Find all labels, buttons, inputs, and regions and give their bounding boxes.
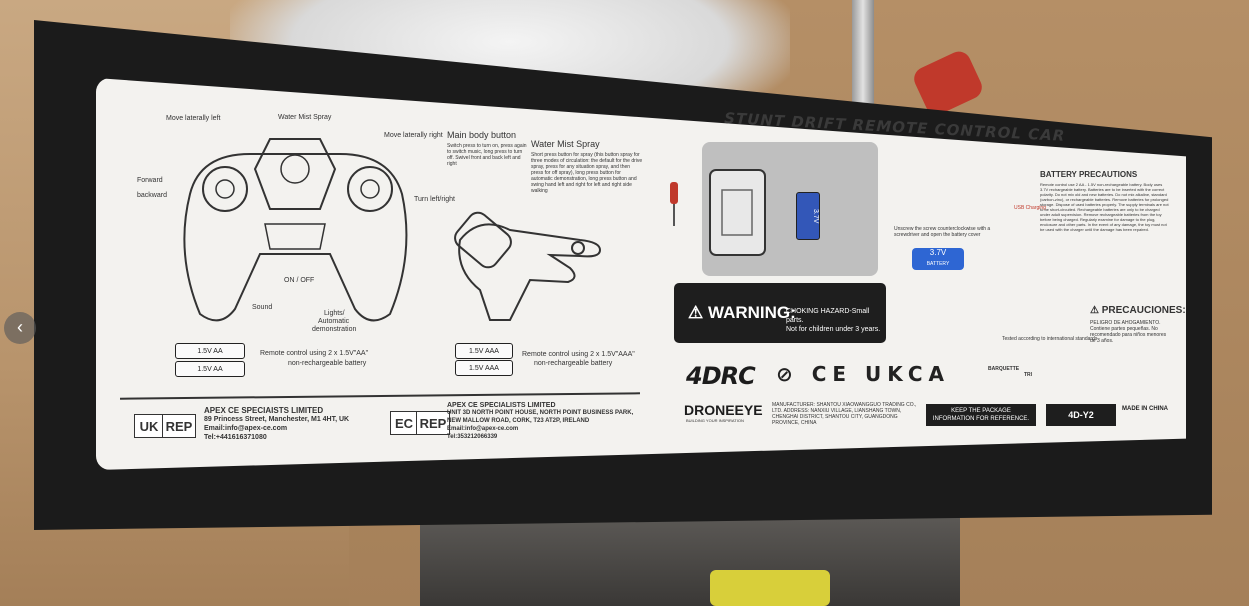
warning-heading: ⚠ WARNING: xyxy=(688,303,796,322)
water-mist-title: Water Mist Spray xyxy=(531,139,600,149)
made-in: MADE IN CHINA xyxy=(1122,406,1168,412)
precauciones-title: ⚠ PRECAUCIONES: xyxy=(1090,305,1186,316)
remote-battery-note-1: Remote control using 2 x 1.5V"AA" xyxy=(260,350,369,357)
manufacturer-text: MANUFACTURER: SHANTOU XIAOWANGGUO TRADIN… xyxy=(772,402,917,426)
ec-rep-address-2: NEW MALLOW ROAD, CORK, T23 AT2P, IRELAND xyxy=(447,418,590,424)
turn-label: Turn left/right xyxy=(414,196,455,203)
tested-note: Tested according to international standa… xyxy=(1002,336,1098,342)
remote-battery-note-2: non-rechargeable battery xyxy=(288,360,367,367)
brand-logo: 4DRC xyxy=(686,362,756,390)
aa-battery-2: 1.5V AA xyxy=(175,361,245,377)
onoff-label: ON / OFF xyxy=(284,277,315,284)
battery-cover-icon xyxy=(709,169,766,256)
previous-image-button[interactable]: ‹ xyxy=(4,312,36,344)
precautions-text: Remote control use 2 AA - 1.5V non-recha… xyxy=(1040,182,1169,232)
usb-charging-label: USB Charging xyxy=(1014,205,1046,211)
certification-symbols: ⊘ CE UKCA xyxy=(776,362,951,386)
uk-rep-label: REP xyxy=(162,414,196,438)
model-number: 4D-Y2 xyxy=(1046,404,1116,426)
yellow-object xyxy=(710,570,830,606)
uk-rep-tel: Tel:+441616371080 xyxy=(204,434,267,441)
metal-pole xyxy=(852,0,874,120)
aaa-battery-2: 1.5V AAA xyxy=(455,360,513,376)
unscrew-note: Unscrew the screw counterclockwise with … xyxy=(894,226,991,238)
hand-battery-note-2: non-rechargeable battery xyxy=(534,360,613,367)
water-mist-label: Water Mist Spray xyxy=(278,114,332,121)
hand-remote-diagram xyxy=(454,211,602,321)
main-body-text: Switch press to turn on, press again to … xyxy=(447,143,527,167)
backward-label: backward xyxy=(137,192,167,199)
uk-rep-address: 89 Princess Street, Manchester, M1 4HT, … xyxy=(204,416,350,423)
uk-rep-email: Email:info@apex-ce.com xyxy=(204,425,288,432)
recycle-baguette: BARQUETTE xyxy=(988,366,1020,372)
water-mist-text: Short press button for spray (this butto… xyxy=(531,152,643,194)
recycle-tri: TRI xyxy=(1024,372,1033,378)
ec-rep-email: Email:info@apex-ce.com xyxy=(447,426,519,432)
demonstration-label: demonstration xyxy=(312,326,357,333)
automatic-label: Automatic xyxy=(318,318,350,325)
ec-rep-label: REP xyxy=(416,411,450,435)
hand-battery-note-1: Remote control using 2 x 1.5V"AAA" xyxy=(522,351,635,358)
forward-label: Forward xyxy=(137,177,163,184)
main-body-title: Main body button xyxy=(447,130,517,140)
screwdriver-icon xyxy=(670,182,678,226)
lights-label: Lights/ xyxy=(324,310,345,317)
aa-battery-1: 1.5V AA xyxy=(175,343,245,359)
uk-rep-company: APEX CE SPECIAISTS LIMITED xyxy=(204,406,324,415)
precautions-title: BATTERY PRECAUTIONS xyxy=(1040,170,1138,179)
sound-label: Sound xyxy=(252,304,273,311)
ec-rep-address-1: UNIT 3D NORTH POINT HOUSE, NORTH POINT B… xyxy=(447,410,634,416)
precauciones-text: PELIGRO DE AHOGAMIENTO. Contiene partes … xyxy=(1090,320,1167,344)
uk-label: UK xyxy=(134,414,164,438)
brand-name: DRONEEYE xyxy=(684,402,763,418)
aaa-battery-1: 1.5V AAA xyxy=(455,343,513,359)
car-battery: 3.7V xyxy=(796,192,820,240)
warning-text: CHOKING HAZARD-Small parts.Not for child… xyxy=(786,308,881,333)
move-right-label: Move laterally right xyxy=(384,132,443,139)
controller-diagram xyxy=(183,138,408,322)
brand-tagline: BUILDING YOUR INSPIRATION xyxy=(686,418,744,423)
ec-rep-company: APEX CE SPECIALISTS LIMITED xyxy=(447,402,556,409)
ec-rep-tel: Tel:353212066339 xyxy=(447,434,498,440)
choking-warning: ⚠ WARNING: CHOKING HAZARD-Small parts.No… xyxy=(674,283,886,343)
move-left-label: Move laterally left xyxy=(166,115,221,122)
ec-label: EC xyxy=(390,411,418,435)
